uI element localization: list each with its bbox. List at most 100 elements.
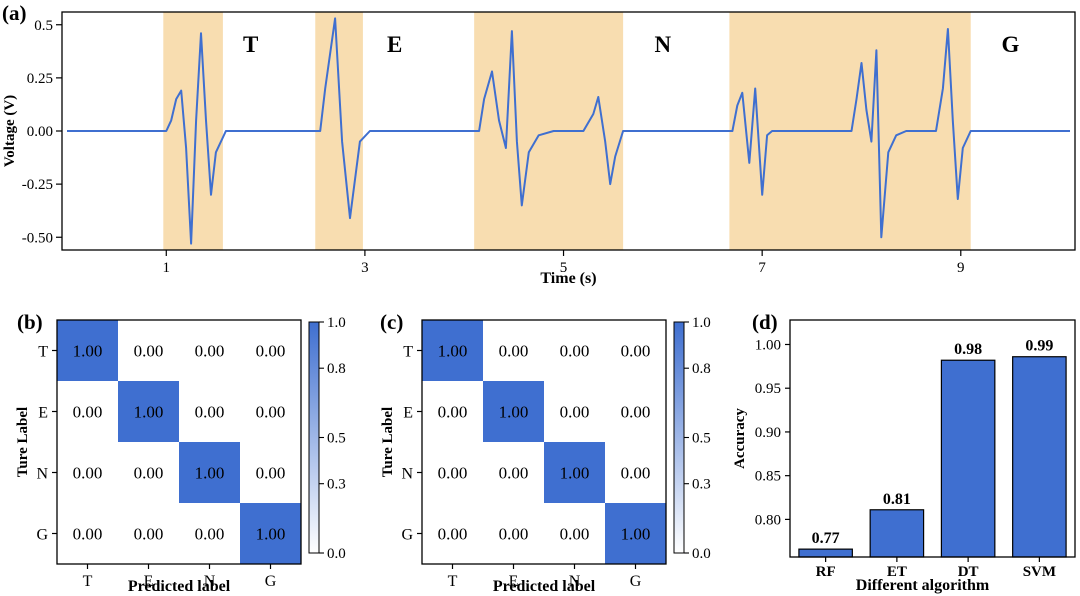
- y-axis-label-b: Ture Label: [15, 407, 31, 477]
- accuracy-bar: [798, 548, 853, 558]
- matrix-cell: [179, 442, 240, 503]
- x-tick-label: 1: [163, 260, 171, 276]
- y-tick-label: 0.00: [27, 124, 53, 140]
- matrix-cell-value: 1.00: [621, 525, 651, 544]
- matrix-cell: [57, 381, 118, 442]
- bar-value-label: 0.98: [954, 341, 982, 358]
- col-label: T: [83, 573, 93, 590]
- matrix-cell: [605, 320, 666, 381]
- accuracy-bar: [869, 509, 925, 558]
- matrix-cell-value: 1.00: [73, 342, 103, 361]
- x-axis-label-a: Time (s): [540, 270, 596, 287]
- matrix-cell-value: 0.00: [621, 403, 651, 422]
- row-label: T: [38, 344, 48, 361]
- x-axis-label-c: Predicted label: [493, 578, 596, 595]
- col-label: G: [265, 573, 277, 590]
- matrix-cell-value: 0.00: [621, 464, 651, 483]
- y-tick-label: 0.25: [27, 71, 53, 87]
- col-label: N: [204, 573, 216, 590]
- segment-letter: T: [243, 32, 258, 57]
- colorbar-tick-label: 0.3: [692, 477, 711, 493]
- matrix-cell-value: 0.00: [560, 342, 590, 361]
- colorbar-tick-label: 0.0: [692, 546, 711, 562]
- matrix-cell-value: 0.00: [438, 403, 468, 422]
- segment-letter: G: [1002, 32, 1020, 57]
- y-tick-label: -0.25: [22, 177, 53, 193]
- matrix-cell-value: 0.00: [134, 464, 164, 483]
- matrix-cell-value: 0.00: [134, 525, 164, 544]
- x-tick-label: 5: [560, 260, 568, 276]
- highlight-band: [474, 12, 624, 250]
- voltage-line: [67, 17, 1070, 245]
- col-label: N: [569, 573, 581, 590]
- matrix-cell-value: 0.00: [195, 525, 225, 544]
- matrix-frame: [421, 319, 667, 565]
- matrix-cell: [118, 442, 179, 503]
- matrix-cell-value: 1.00: [560, 464, 590, 483]
- y-tick-label: 0.85: [755, 469, 781, 485]
- colorbar-tick-label: 1.0: [327, 315, 346, 331]
- x-tick-label: 3: [361, 260, 369, 276]
- matrix-cell: [544, 381, 605, 442]
- colorbar-tick-label: 0.3: [327, 477, 346, 493]
- colorbar-tick-label: 1.0: [692, 315, 711, 331]
- matrix-cell-value: 0.00: [499, 342, 529, 361]
- y-tick-label: 1.00: [755, 337, 781, 353]
- matrix-cell: [240, 442, 301, 503]
- matrix-cell: [118, 503, 179, 564]
- matrix-cell: [422, 381, 483, 442]
- matrix-cell: [118, 320, 179, 381]
- segment-letter: N: [655, 32, 672, 57]
- matrix-cell-value: 0.00: [195, 403, 225, 422]
- row-label: G: [36, 527, 48, 544]
- colorbar-tick-label: 0.0: [327, 546, 346, 562]
- x-axis-label-d: Different algorithm: [856, 577, 990, 594]
- row-label: G: [401, 527, 413, 544]
- matrix-cell: [118, 381, 179, 442]
- matrix-cell-value: 0.00: [621, 342, 651, 361]
- y-ticks-a: 0.50.250.00-0.25-0.50: [22, 18, 62, 246]
- matrix-cell: [240, 381, 301, 442]
- matrix-cell: [57, 503, 118, 564]
- matrix-cell-value: 0.00: [499, 464, 529, 483]
- row-label: N: [36, 466, 48, 483]
- matrix-cell: [544, 442, 605, 503]
- matrix-cell: [422, 320, 483, 381]
- algorithm-label: DT: [958, 564, 979, 580]
- col-label: E: [144, 573, 154, 590]
- algorithm-label: SVM: [1023, 564, 1056, 580]
- col-label: G: [630, 573, 642, 590]
- matrix-cell-value: 1.00: [256, 525, 286, 544]
- x-tick-label: 7: [758, 260, 766, 276]
- col-label: T: [448, 573, 458, 590]
- matrix-cell: [240, 503, 301, 564]
- panel-label-a: (a): [2, 1, 27, 25]
- matrix-cell-value: 0.00: [256, 342, 286, 361]
- matrix-cell: [179, 320, 240, 381]
- y-tick-label: 0.95: [755, 381, 781, 397]
- matrix-cell: [483, 503, 544, 564]
- y-tick-label: 0.80: [755, 512, 781, 528]
- matrix-cell: [483, 442, 544, 503]
- row-label: T: [403, 344, 413, 361]
- highlight-band: [315, 12, 363, 250]
- matrix-cell: [605, 381, 666, 442]
- accuracy-bar: [940, 359, 996, 558]
- matrix-cell: [422, 503, 483, 564]
- matrix-cell: [544, 320, 605, 381]
- row-label: E: [403, 405, 413, 422]
- colorbar: [673, 321, 685, 554]
- colorbar-tick-label: 0.5: [692, 431, 711, 447]
- segment-letter: E: [387, 32, 402, 57]
- matrix-cell: [179, 381, 240, 442]
- matrix-cell: [422, 442, 483, 503]
- matrix-cell-value: 0.00: [438, 525, 468, 544]
- col-label: E: [509, 573, 519, 590]
- matrix-cell: [57, 320, 118, 381]
- matrix-cell-value: 0.00: [134, 342, 164, 361]
- panel-label-b: (b): [17, 310, 43, 334]
- y-axis-label-d: Accuracy: [732, 408, 748, 469]
- colorbar: [308, 321, 320, 554]
